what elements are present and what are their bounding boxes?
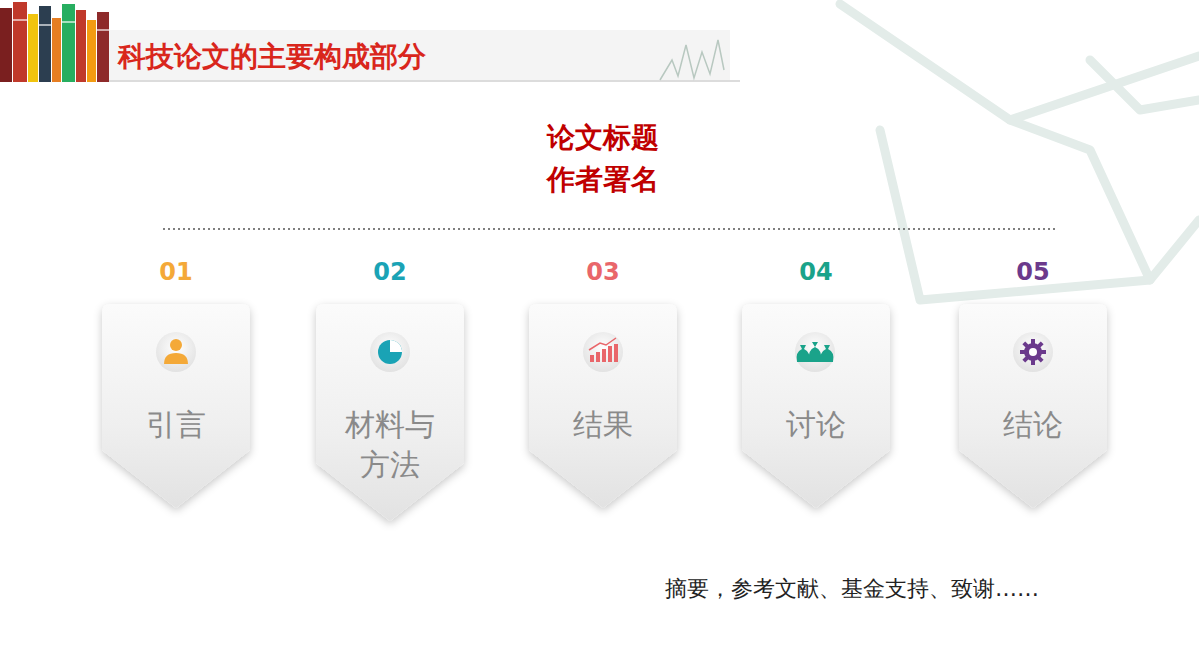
center-heading: 作者署名 (503, 162, 703, 198)
section-label: 材料与方法 (340, 405, 440, 485)
section-card: 01引言 (102, 300, 250, 512)
books-illustration (0, 2, 109, 82)
section-label: 结果 (553, 405, 653, 445)
section-number: 03 (529, 258, 677, 286)
page-title: 科技论文的主要构成部分 (118, 40, 426, 74)
section-number: 04 (742, 258, 890, 286)
center-heading: 论文标题 (503, 120, 703, 156)
dotted-divider (163, 228, 1055, 230)
section-card: 05结论 (959, 300, 1107, 512)
bar-chart-icon (583, 332, 623, 372)
gear-icon (1013, 332, 1053, 372)
mortarboard-watermark (840, 4, 1199, 300)
section-number: 05 (959, 258, 1107, 286)
section-number: 02 (316, 258, 464, 286)
footnote-text: 摘要，参考文献、基金支持、致谢…… (665, 574, 1039, 604)
section-label: 结论 (983, 405, 1083, 445)
section-card: 02材料与方法 (316, 300, 464, 525)
pie-icon (370, 332, 410, 372)
section-label: 引言 (126, 405, 226, 445)
section-number: 01 (102, 258, 250, 286)
section-card: 03结果 (529, 300, 677, 512)
header-bar (100, 30, 740, 81)
section-label: 讨论 (766, 405, 866, 445)
section-card: 04讨论 (742, 300, 890, 512)
money-bags-icon (795, 332, 835, 372)
person-icon (156, 332, 196, 372)
